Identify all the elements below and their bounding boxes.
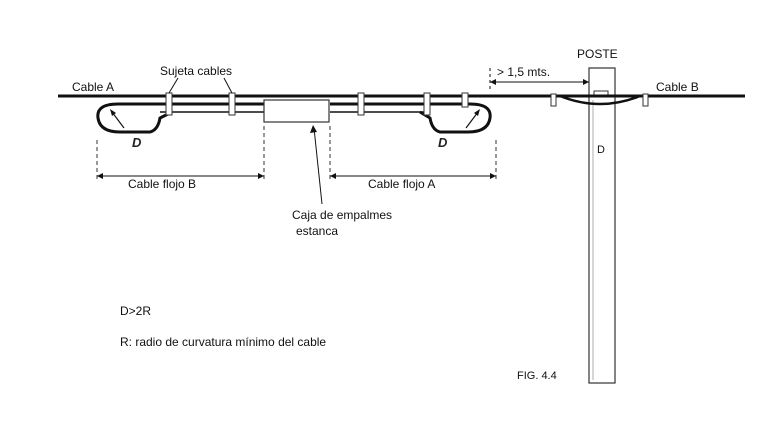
clamp xyxy=(642,93,649,107)
clamp xyxy=(423,92,431,116)
label-sujeta-cables: Sujeta cables xyxy=(160,64,232,78)
label-cable-a: Cable A xyxy=(72,80,114,94)
flojo-b-arrow-right xyxy=(258,173,264,179)
caja-leader-arrow xyxy=(310,125,317,133)
d-arrow-right xyxy=(465,111,479,129)
label-formula: D>2R xyxy=(120,304,151,318)
cable-b-sag xyxy=(559,94,641,106)
label-caja-line1: Caja de empalmes xyxy=(292,208,392,222)
clamp xyxy=(550,93,557,107)
slack-loop-left xyxy=(96,102,265,134)
pole xyxy=(588,67,616,384)
flojo-a-arrow-left xyxy=(330,173,336,179)
clamp xyxy=(165,92,173,116)
d-arrowhead-right xyxy=(474,109,480,116)
clamp xyxy=(228,92,236,116)
label-cable-flojo-b: Cable flojo B xyxy=(128,177,196,191)
label-poste: POSTE xyxy=(577,47,618,61)
label-caja-line2: estanca xyxy=(296,224,338,238)
splice-box xyxy=(263,99,330,123)
d-arrowhead-left xyxy=(110,109,116,116)
flojo-b-arrow-left xyxy=(97,173,103,179)
label-d-left: D xyxy=(132,135,142,150)
clamp xyxy=(461,92,469,108)
caja-leader xyxy=(313,127,323,205)
slack-loop-right xyxy=(330,102,492,134)
label-d-pole: D xyxy=(597,144,605,156)
distance-arrow-left xyxy=(490,79,496,85)
label-legend-r: R: radio de curvatura mínimo del cable xyxy=(120,335,326,349)
flojo-a-arrow-right xyxy=(490,173,496,179)
label-cable-b: Cable B xyxy=(656,80,699,94)
cable-clamps xyxy=(165,92,649,116)
label-cable-flojo-a: Cable flojo A xyxy=(368,177,435,191)
label-d-right: D xyxy=(438,135,448,150)
label-distance: > 1,5 mts. xyxy=(497,65,550,79)
label-fig: FIG. 4.4 xyxy=(517,370,557,382)
distance-arrow-right xyxy=(583,79,589,85)
clamp xyxy=(357,92,365,116)
leader-clamp-1 xyxy=(168,77,179,94)
d-arrow-left xyxy=(111,111,125,129)
leader-clamp-2 xyxy=(223,77,233,94)
